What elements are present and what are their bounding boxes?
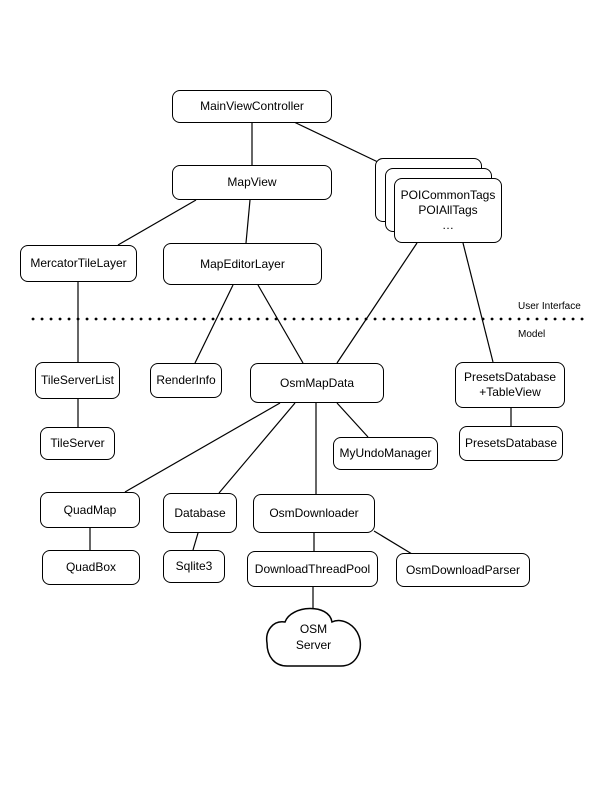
node-quadmap: QuadMap: [40, 492, 140, 528]
node-label: OsmDownloadParser: [405, 562, 521, 577]
edge-poistack-presetsdatabasetableview: [462, 242, 494, 363]
node-label-line3: …: [442, 218, 454, 232]
node-quadbox: QuadBox: [42, 550, 140, 585]
node-label: OsmMapData: [279, 375, 355, 390]
node-mercatortilelayer: MercatorTileLayer: [20, 245, 137, 282]
node-osmdownloader: OsmDownloader: [253, 494, 375, 533]
node-myundomanager: MyUndoManager: [333, 437, 438, 470]
osm-server-cloud-shape: [265, 607, 362, 667]
edge-osmmapdata-myundomanager: [336, 402, 369, 438]
cloud-label-line1: OSM: [299, 622, 328, 636]
node-tileserver: TileServer: [40, 427, 115, 460]
node-label: Database: [174, 505, 226, 520]
edge-mapeditorlayer-osmmapdata: [257, 284, 304, 364]
node-label: TileServerList: [41, 373, 114, 387]
node-tileserverlist: TileServerList: [35, 362, 120, 399]
node-poi-stack-front-card: POICommonTags POIAllTags …: [394, 178, 502, 243]
node-downloadthreadpool: DownloadThreadPool: [247, 551, 378, 587]
edge-poistack-osmmapdata: [336, 242, 418, 364]
node-label-line2: +TableView: [479, 385, 541, 399]
node-mapeditorlayer: MapEditorLayer: [163, 243, 322, 285]
cloud-label-line2: Server: [295, 638, 332, 652]
edge-mapeditorlayer-renderinfo: [194, 284, 234, 364]
node-label: QuadMap: [63, 502, 117, 517]
edge-database-sqlite3: [192, 532, 199, 551]
node-osmdownloadparser: OsmDownloadParser: [396, 553, 530, 587]
osm-server-cloud-label: OSM Server: [267, 621, 360, 653]
node-label: Sqlite3: [175, 559, 213, 573]
section-label-model: Model: [518, 329, 546, 340]
edge-osmdownloader-osmdownloadparser: [373, 530, 413, 555]
edge-mapview-mercatortilelayer: [117, 199, 197, 246]
node-label: TileServer: [50, 436, 105, 450]
node-label: DownloadThreadPool: [254, 561, 371, 576]
edge-osmmapdata-quadmap: [124, 402, 281, 493]
node-label-line1: PresetsDatabase: [463, 370, 557, 384]
edge-mainviewcontroller-poistack: [293, 121, 381, 164]
node-label-line2: POIAllTags: [418, 203, 478, 217]
node-sqlite3: Sqlite3: [163, 550, 225, 583]
node-label: MyUndoManager: [339, 446, 432, 460]
node-label: RenderInfo: [156, 373, 216, 387]
node-presetsdatabase: PresetsDatabase: [459, 426, 563, 461]
node-osmmapdata: OsmMapData: [250, 363, 384, 403]
node-label-line1: POICommonTags: [400, 188, 496, 202]
node-label: MapEditorLayer: [200, 256, 285, 271]
node-label: MainViewController: [200, 99, 304, 113]
node-label: PresetsDatabase: [464, 436, 558, 450]
node-mapview: MapView: [172, 165, 332, 200]
edge-osmmapdata-database: [218, 402, 296, 494]
node-label: MapView: [227, 175, 277, 189]
node-presetsdatabase-tableview: PresetsDatabase +TableView: [455, 362, 565, 408]
node-label: OsmDownloader: [269, 506, 359, 520]
node-label: QuadBox: [65, 560, 117, 574]
edge-mapview-mapeditorlayer: [245, 199, 251, 244]
node-label: MercatorTileLayer: [30, 256, 127, 270]
section-label-user-interface: User Interface: [518, 301, 581, 312]
node-database: Database: [163, 493, 237, 533]
node-mainviewcontroller: MainViewController: [172, 90, 332, 123]
node-renderinfo: RenderInfo: [150, 363, 222, 398]
